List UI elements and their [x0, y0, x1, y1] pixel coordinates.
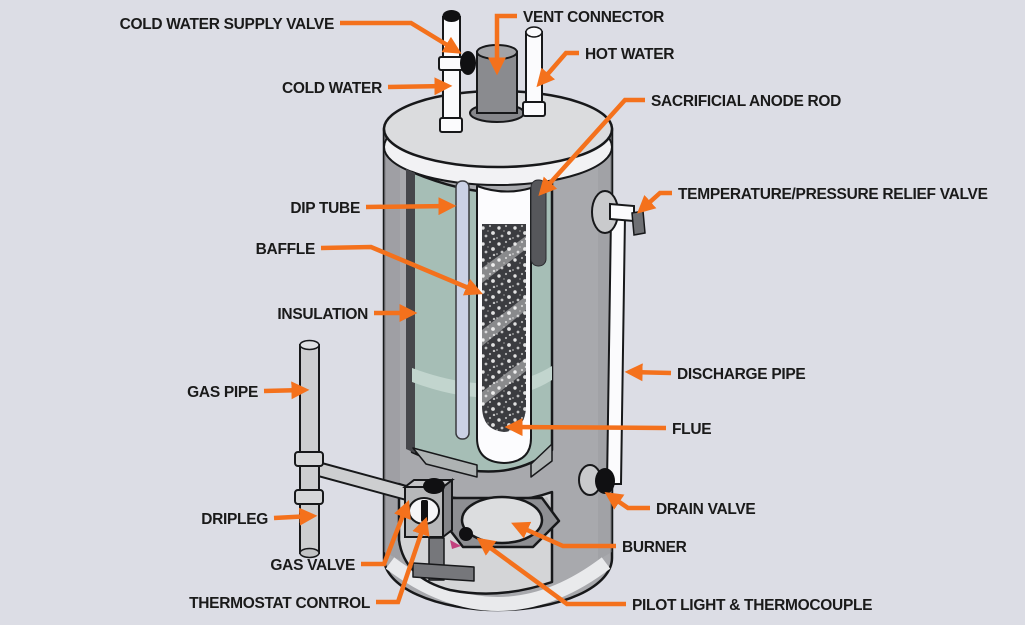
arrow-thermostat-control [376, 516, 430, 605]
arrow-temperature-pressure-relief-valve [636, 190, 672, 214]
label-vent-connector: VENT CONNECTOR [523, 9, 664, 26]
arrow-cold-water-supply-valve [340, 20, 462, 54]
label-dripleg: DRIPLEG [201, 511, 268, 528]
labels: COLD WATER SUPPLY VALVE VENT CONNECTOR C… [120, 9, 988, 614]
hot-water-pipe [522, 26, 546, 117]
label-pilot-light-thermocouple: PILOT LIGHT & THERMOCOUPLE [632, 597, 872, 614]
pipe-coupling-upper [294, 451, 324, 467]
arrow-cold-water [387, 77, 453, 96]
leader-arrows [263, 13, 672, 607]
thermostat-dial-slot [421, 500, 428, 522]
arrow-burner [511, 521, 616, 549]
funnel-right [530, 443, 553, 478]
discharge-pipe [605, 215, 627, 485]
manifold-tube-horizontal [412, 562, 475, 582]
label-sacrificial-anode-rod: SACRIFICIAL ANODE ROD [651, 93, 841, 110]
baffle [482, 224, 526, 432]
gas-valve-knob [423, 478, 445, 494]
tank-bottom-rim [385, 557, 611, 611]
label-cold-water: COLD WATER [282, 80, 382, 97]
supply-valve-handle [460, 51, 476, 75]
arrow-gas-valve [361, 499, 411, 567]
label-drain-valve: DRAIN VALVE [656, 501, 755, 518]
arrow-vent-connector [488, 13, 517, 76]
label-temperature-pressure-relief-valve: TEMPERATURE/PRESSURE RELIEF VALVE [678, 186, 988, 203]
arrow-gas-pipe [263, 381, 310, 400]
pipe-coupling-lower [294, 489, 324, 505]
label-burner: BURNER [622, 539, 687, 556]
relief-valve [591, 190, 646, 236]
gas-pipe-vertical [294, 339, 324, 559]
label-dip-tube: DIP TUBE [290, 200, 360, 217]
tank-left-shading [384, 135, 400, 560]
label-baffle: BAFFLE [256, 241, 315, 258]
label-discharge-pipe: DISCHARGE PIPE [677, 366, 805, 383]
arrow-discharge-pipe [624, 363, 672, 382]
label-insulation: INSULATION [277, 306, 368, 323]
drain-valve [578, 464, 615, 496]
pilot-light [459, 527, 473, 541]
water-heater-tank [382, 89, 614, 612]
arrow-pilot-light-thermocouple [476, 537, 626, 607]
label-gas-pipe: GAS PIPE [187, 384, 258, 401]
arrow-dripleg [273, 507, 318, 526]
arrow-flue [504, 418, 667, 437]
arrow-hot-water [536, 50, 579, 88]
baffle-spiral-highlights [482, 236, 526, 406]
label-thermostat-control: THERMOSTAT CONTROL [189, 595, 370, 612]
label-hot-water: HOT WATER [585, 46, 674, 63]
burner [460, 495, 544, 545]
arrow-baffle [320, 244, 483, 296]
label-flue: FLUE [672, 421, 711, 438]
arrow-sacrificial-anode-rod [538, 97, 645, 197]
dripleg-end [299, 547, 320, 559]
funnel-left [412, 447, 478, 478]
arrow-drain-valve [604, 491, 650, 511]
plate-accent [450, 540, 461, 549]
dip-tube [455, 180, 470, 440]
arrow-dip-tube [365, 197, 457, 216]
label-cold-water-supply-valve: COLD WATER SUPPLY VALVE [120, 16, 334, 33]
gas-valve-box [402, 477, 455, 540]
label-gas-valve: GAS VALVE [270, 557, 355, 574]
